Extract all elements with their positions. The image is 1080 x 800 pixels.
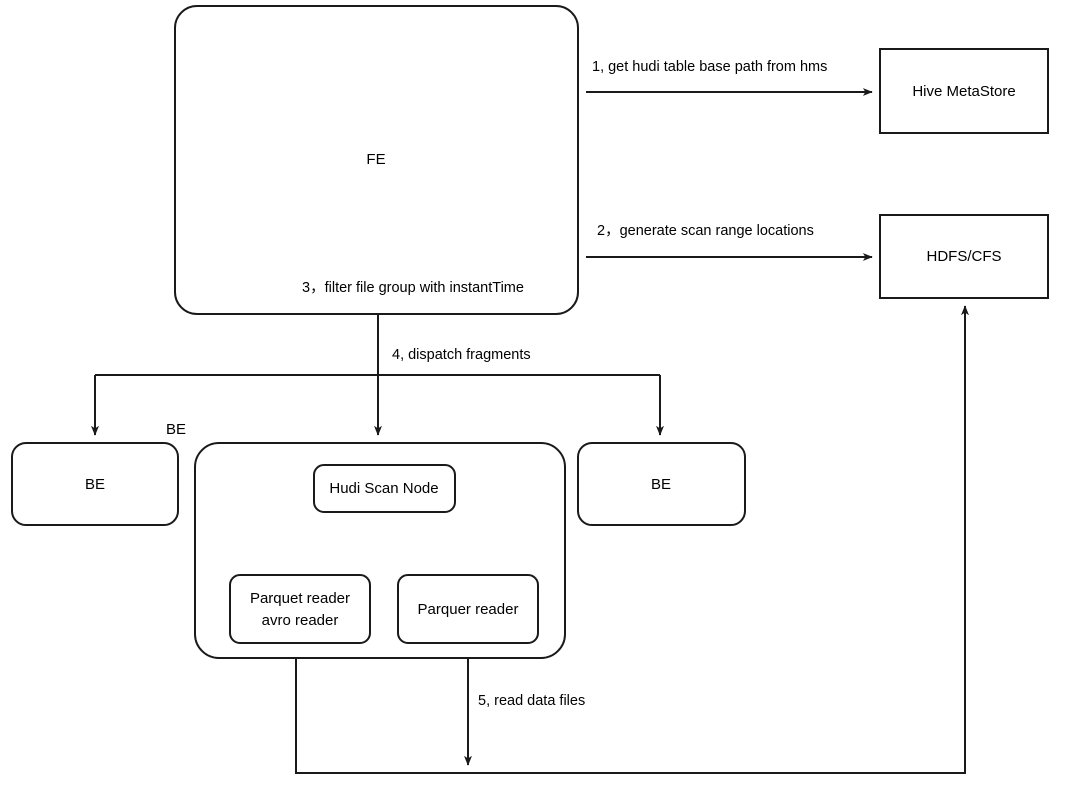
edge-label-step-5: 5, read data files: [478, 693, 585, 709]
be-right-label: BE: [651, 476, 671, 493]
parquet-avro-reader-label-line1: Parquet reader: [250, 590, 350, 607]
fe-label: FE: [366, 151, 385, 168]
fe-box: [174, 5, 579, 315]
edge-label-step-4: 4, dispatch fragments: [392, 347, 531, 363]
node-be-right[interactable]: BE: [577, 442, 746, 526]
hdfs-cfs-box: [879, 214, 1049, 299]
node-fe[interactable]: FE: [174, 5, 579, 315]
node-hdfs-cfs[interactable]: HDFS/CFS: [879, 214, 1049, 299]
node-hudi-scan-node[interactable]: Hudi Scan Node: [313, 464, 456, 513]
edge-readers-to-hdfs: [295, 305, 969, 774]
hudi-scan-node-box: [313, 464, 456, 513]
hive-metastore-label: Hive MetaStore: [912, 83, 1015, 100]
parquer-reader-label: Parquer reader: [418, 601, 519, 618]
edge-label-step-3: 3，filter file group with instantTime: [302, 280, 524, 296]
node-parquer-reader[interactable]: Parquer reader: [397, 574, 539, 644]
node-hive-metastore[interactable]: Hive MetaStore: [879, 48, 1049, 134]
parquer-reader-box: [397, 574, 539, 644]
node-parquet-avro-reader[interactable]: Parquet reader avro reader: [229, 574, 371, 644]
edge-label-step-2: 2，generate scan range locations: [597, 223, 814, 239]
hive-metastore-box: [879, 48, 1049, 134]
edge-label-step-1: 1, get hudi table base path from hms: [592, 59, 827, 75]
node-be-left[interactable]: BE: [11, 442, 179, 526]
hudi-scan-node-label: Hudi Scan Node: [329, 480, 438, 497]
be-right-box: [577, 442, 746, 526]
hdfs-cfs-label: HDFS/CFS: [927, 248, 1002, 265]
be-center-caption-label: BE: [166, 421, 186, 438]
parquet-avro-reader-label-line2: avro reader: [262, 612, 339, 629]
be-left-label: BE: [85, 476, 105, 493]
be-left-box: [11, 442, 179, 526]
parquet-avro-reader-box: [229, 574, 371, 644]
